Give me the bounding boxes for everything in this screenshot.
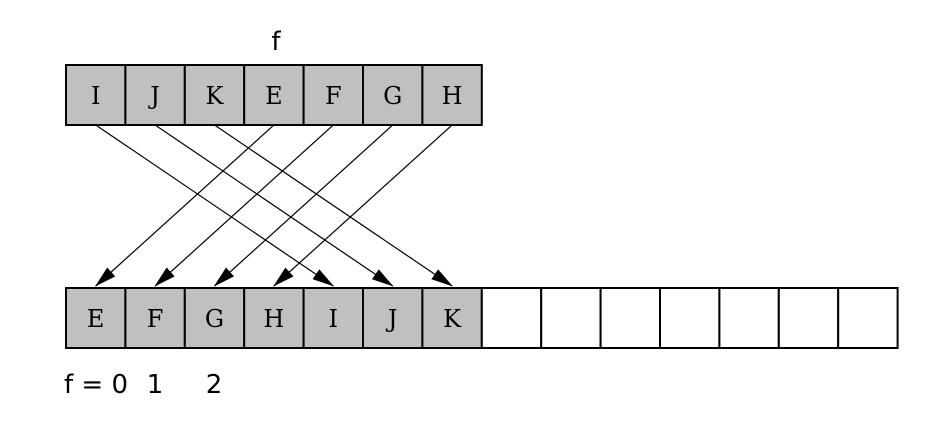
new-array-cell-8 bbox=[540, 287, 602, 349]
new-array-cell-1: F bbox=[124, 287, 186, 349]
new-array-cell-box-11 bbox=[718, 287, 780, 349]
copy-arrow-1 bbox=[154, 124, 394, 287]
new-array-cell-11 bbox=[718, 287, 780, 349]
copy-arrow-2 bbox=[214, 124, 453, 287]
new-array-cell-5: J bbox=[362, 287, 424, 349]
new-array-cell-box-13 bbox=[837, 287, 899, 349]
new-array-cell-4: I bbox=[302, 287, 365, 349]
old-array-cell-box-0 bbox=[65, 64, 127, 126]
old-array-cell-label-6: H bbox=[442, 82, 463, 110]
copy-arrow-5 bbox=[213, 124, 394, 287]
new-array-cell-box-3 bbox=[243, 287, 305, 349]
new-array-cell-0: E bbox=[65, 287, 127, 349]
new-array-cell-box-1 bbox=[124, 287, 186, 349]
old-array-cell-label-4: F bbox=[325, 82, 342, 110]
new-array-cell-box-10 bbox=[659, 287, 721, 349]
new-array-cell-label-4: I bbox=[329, 305, 338, 333]
new-array-cell-13 bbox=[837, 287, 899, 349]
old-array-cell-2: K bbox=[183, 64, 246, 126]
new-array-cell-label-6: K bbox=[443, 305, 462, 333]
new-array-cell-9 bbox=[599, 287, 661, 349]
old-array-cell-label-3: E bbox=[265, 82, 283, 110]
new-array-cell-label-5: J bbox=[385, 305, 398, 333]
new-array-cell-box-8 bbox=[540, 287, 602, 349]
old-array-cell-box-4 bbox=[302, 64, 365, 126]
new-array-cell-box-12 bbox=[777, 287, 840, 349]
copy-arrow-3 bbox=[94, 124, 275, 287]
new-array-cell-2: G bbox=[183, 287, 246, 349]
new-array-cell-6: K bbox=[421, 287, 483, 349]
new-array: E F G H I J K bbox=[65, 287, 899, 349]
copy-arrow-6 bbox=[273, 124, 453, 287]
old-array-cell-box-5 bbox=[362, 64, 424, 126]
new-array-cell-box-7 bbox=[480, 287, 543, 349]
old-array-cell-label-5: G bbox=[383, 82, 402, 110]
old-array-cell-0: I bbox=[65, 64, 127, 126]
copy-arrow-4 bbox=[154, 124, 334, 287]
index-label-2: 2 bbox=[206, 370, 223, 400]
new-array-cell-7 bbox=[480, 287, 543, 349]
old-array-cell-5: G bbox=[362, 64, 424, 126]
new-array-cell-box-0 bbox=[65, 287, 127, 349]
old-array-cell-1: J bbox=[124, 64, 186, 126]
new-array-cell-box-5 bbox=[362, 287, 424, 349]
new-array-cell-label-2: G bbox=[205, 305, 224, 333]
new-array-cell-label-3: H bbox=[263, 305, 284, 333]
index-label-1: 1 bbox=[147, 370, 164, 400]
old-array-cell-label-0: I bbox=[91, 82, 100, 110]
old-array-cell-label-1: J bbox=[147, 82, 160, 110]
old-array-cell-3: E bbox=[243, 64, 305, 126]
copy-arrows bbox=[94, 124, 453, 287]
old-array-cell-6: H bbox=[421, 64, 483, 126]
top-front-pointer-label: f bbox=[271, 27, 281, 57]
new-array-cell-label-1: F bbox=[147, 305, 164, 333]
old-array-cell-4: F bbox=[302, 64, 365, 126]
new-array-cell-box-4 bbox=[302, 287, 365, 349]
new-array-cell-box-9 bbox=[599, 287, 661, 349]
new-array-cell-3: H bbox=[243, 287, 305, 349]
new-array-cell-label-0: E bbox=[87, 305, 105, 333]
index-label-front-0: f = 0 bbox=[64, 370, 128, 400]
new-array-cell-box-2 bbox=[183, 287, 246, 349]
copy-arrow-0 bbox=[95, 124, 335, 287]
new-array-cell-12 bbox=[777, 287, 840, 349]
new-array-cell-10 bbox=[659, 287, 721, 349]
old-array-cell-label-2: K bbox=[206, 82, 225, 110]
old-array-cell-box-6 bbox=[421, 64, 483, 126]
